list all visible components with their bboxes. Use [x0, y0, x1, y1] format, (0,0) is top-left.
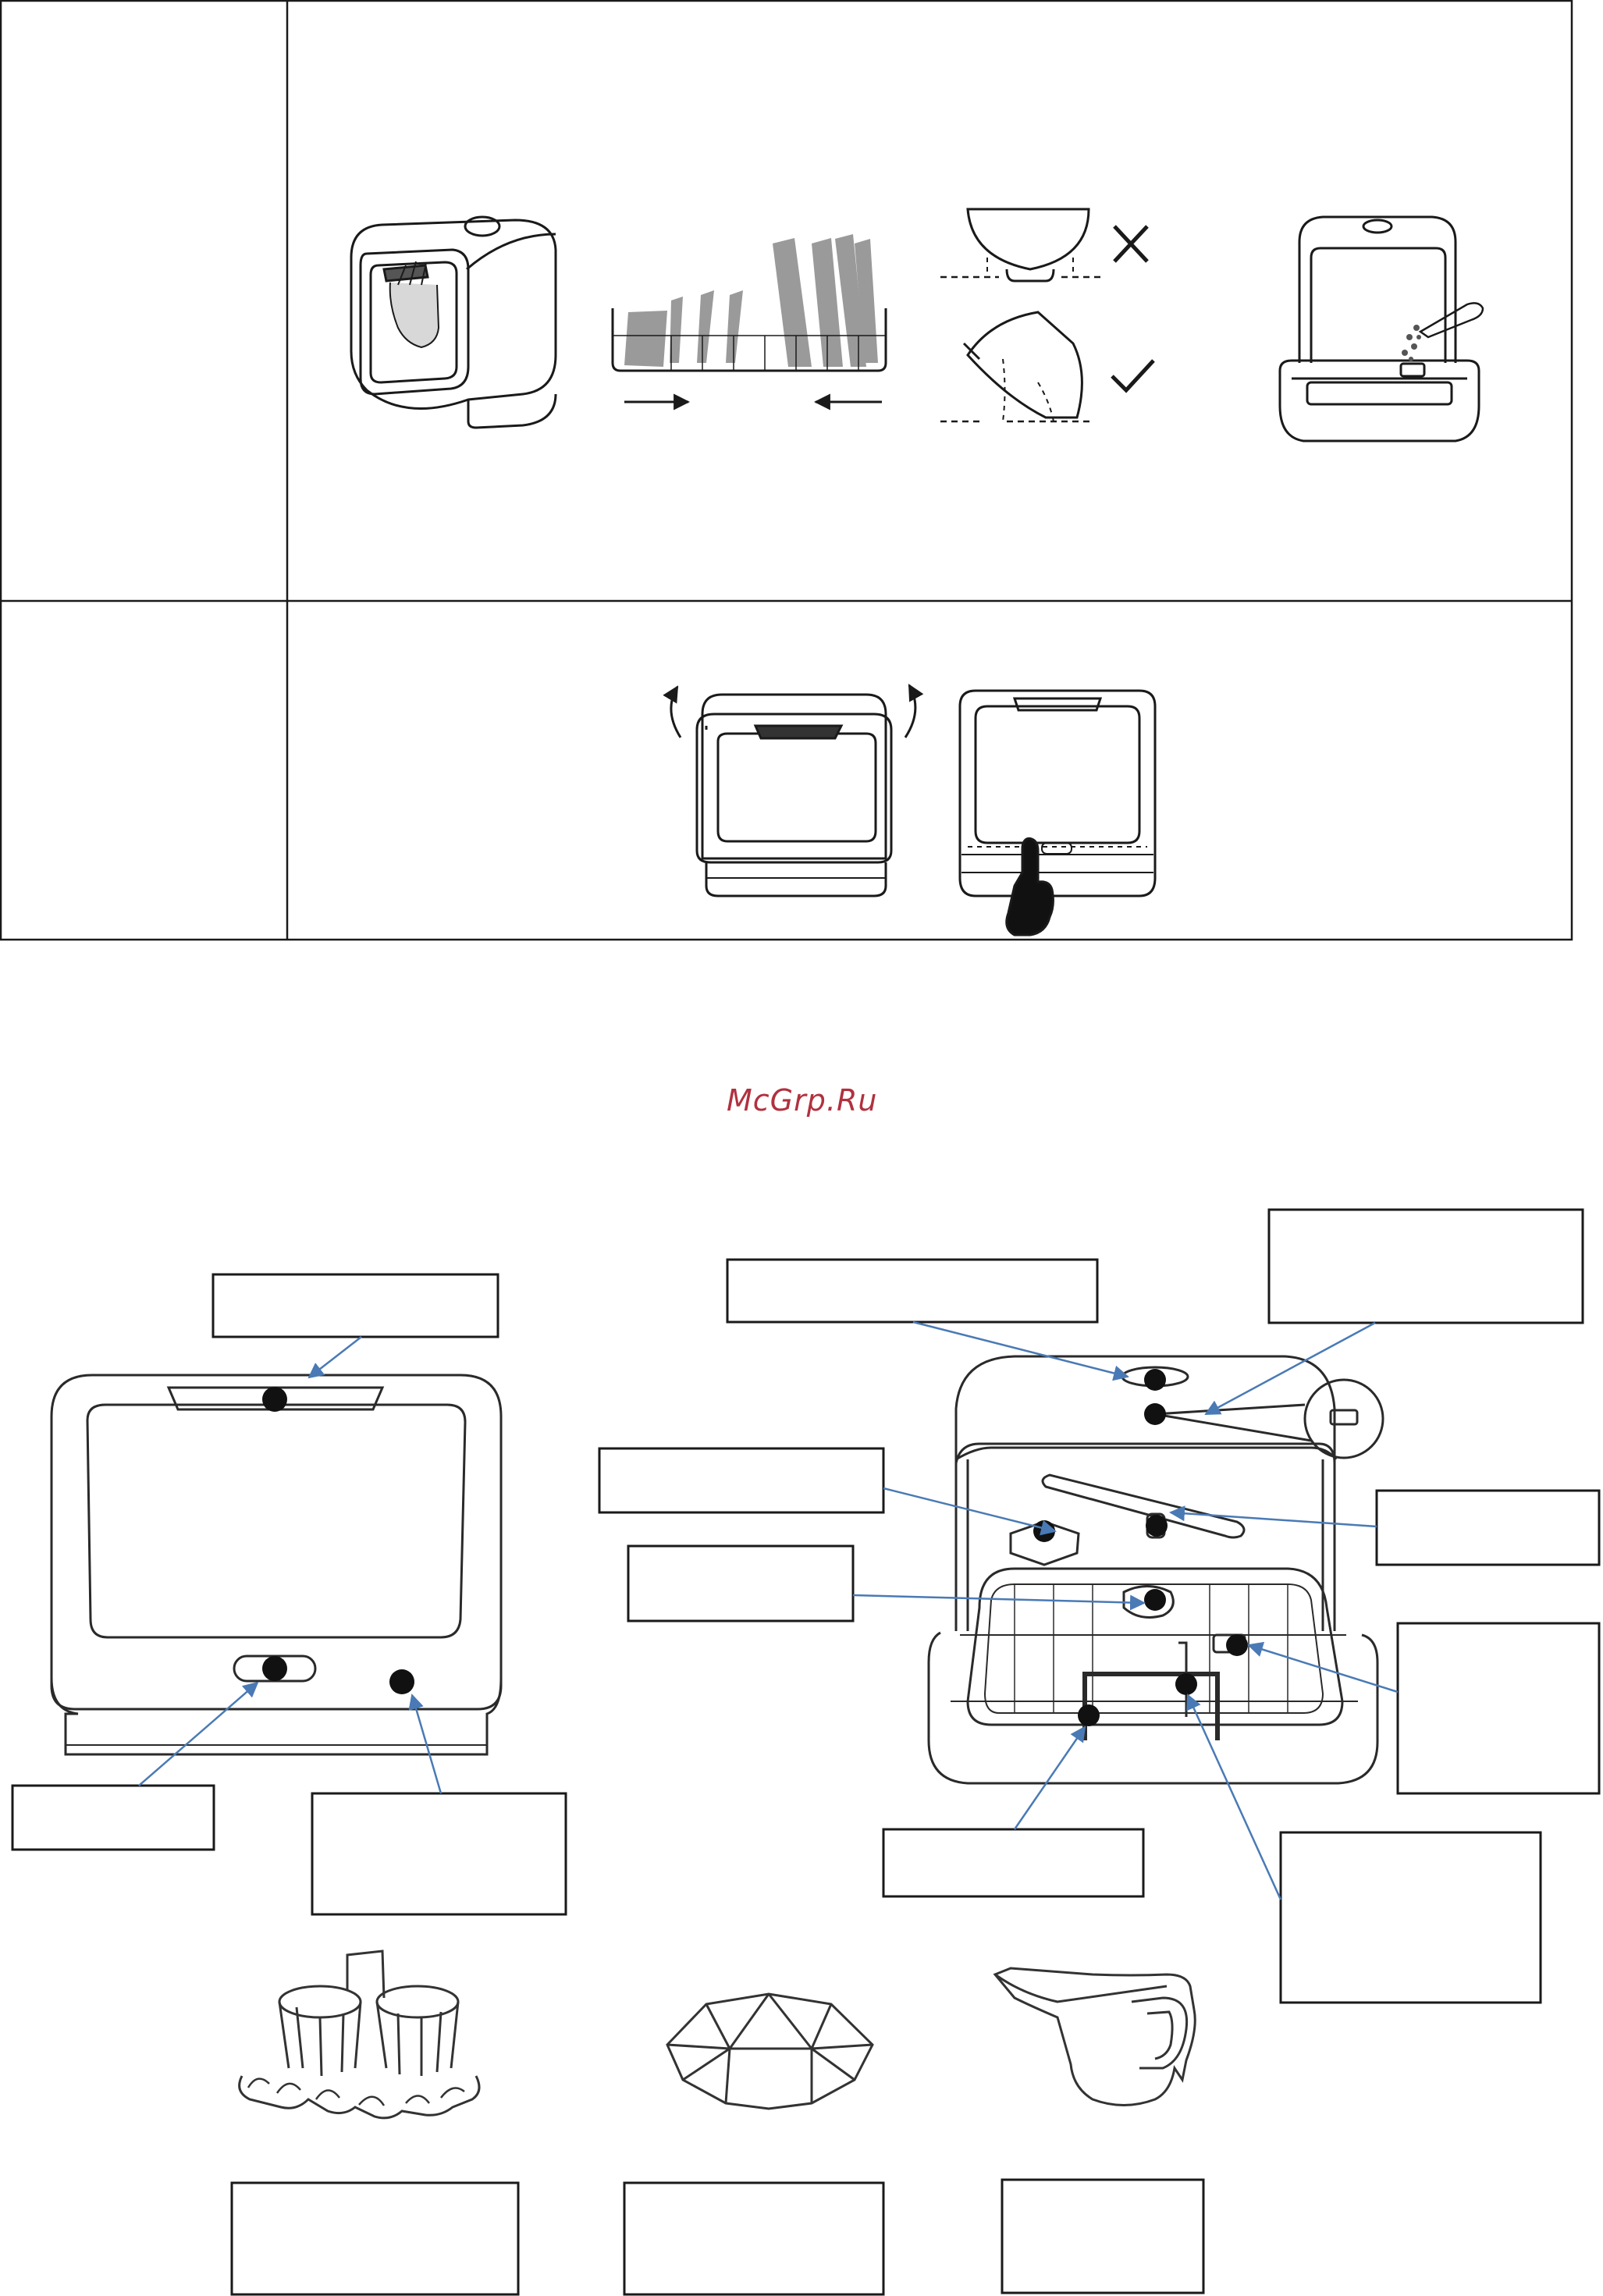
- callout-lines: [138, 1320, 1399, 1900]
- callout-boxes: [11, 1208, 1601, 2296]
- rinse-aid-dot: [1144, 1403, 1166, 1425]
- top-vent-label-box: [726, 1258, 1099, 1324]
- rack-dot: [1078, 1704, 1100, 1726]
- upper-spray-arm-label-box: [1375, 1489, 1601, 1566]
- cutlery-holder-label-box: [1279, 1831, 1542, 2004]
- filter-dot: [1144, 1589, 1166, 1611]
- control-panel-dot: [262, 1656, 287, 1681]
- rack-label-box: [882, 1828, 1145, 1898]
- measuring-cup-label-box: [1001, 2178, 1205, 2294]
- door-close-illustration: [663, 684, 924, 897]
- top-vent-dot: [1144, 1369, 1166, 1391]
- instruction-table: [0, 0, 1573, 941]
- door-handle-dot: [262, 1387, 287, 1412]
- power-button-illustration: [958, 689, 1157, 937]
- measuring-cup-accessory: [993, 1967, 1196, 2106]
- cup-holder-label-box: [230, 2181, 520, 2296]
- door-handle-label-box: [211, 1273, 499, 1338]
- dishwasher-loading-illustration: [350, 215, 557, 429]
- rack-arrangement-illustration: [611, 234, 887, 411]
- front-view-diagram: [50, 1374, 503, 1756]
- control-panel-label-box: [11, 1784, 215, 1851]
- detergent-box-label-box: [1396, 1622, 1601, 1795]
- filter-label-box: [627, 1544, 855, 1622]
- detergent-box-dot: [1226, 1634, 1248, 1656]
- cutlery-holder-dot: [1175, 1673, 1197, 1695]
- front-view-callout-dots: [262, 1387, 414, 1694]
- upper-spray-arm-dot: [1146, 1515, 1168, 1537]
- bowl-placement-illustration: [940, 208, 1155, 423]
- watermark: McGrp.Ru: [727, 1083, 878, 1118]
- open-unit-diagram: [927, 1355, 1384, 1785]
- indicator-light-dot: [389, 1669, 414, 1694]
- detergent-filling-illustration: [1278, 215, 1484, 442]
- cup-holder-accessory: [238, 1949, 481, 2120]
- bowl-holder-label-box: [623, 2181, 885, 2296]
- rinse-aid-label-box: [1267, 1208, 1584, 1324]
- lower-spray-arm-label-box: [598, 1447, 885, 1514]
- open-unit-callout-dots: [1033, 1369, 1248, 1726]
- indicator-light-label-box: [311, 1792, 567, 1916]
- bowl-holder-accessory: [666, 1992, 874, 2110]
